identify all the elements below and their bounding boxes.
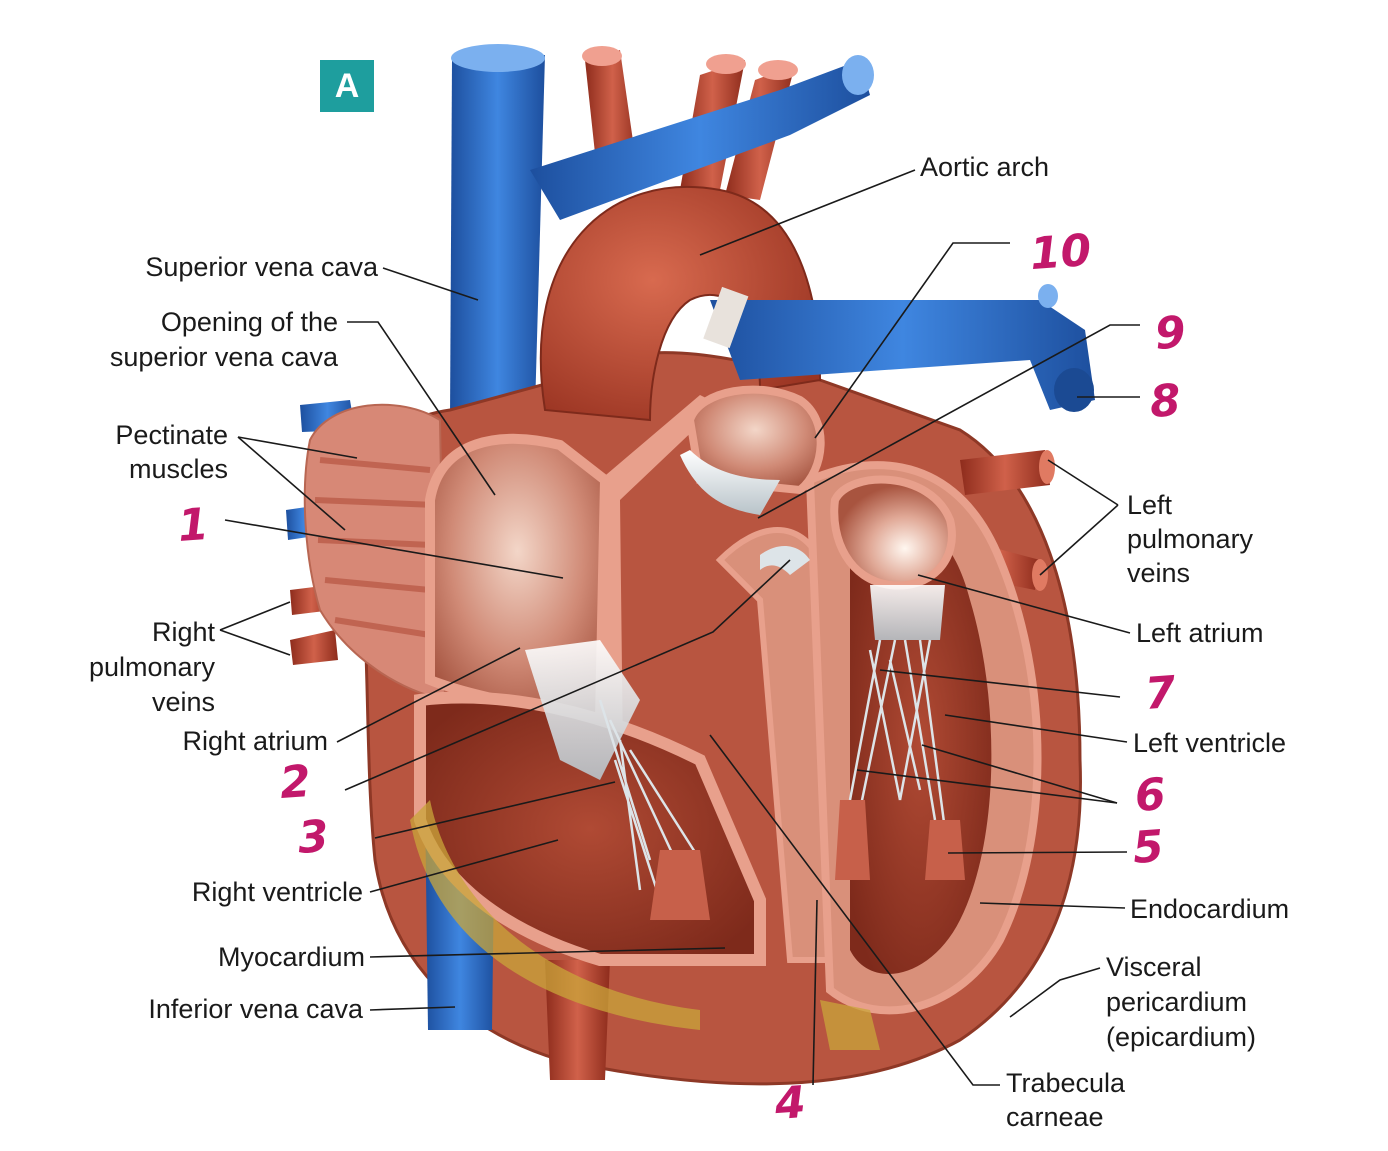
label-endocardium: Endocardium	[1130, 894, 1290, 924]
label-left-pulmonary-line2: pulmonary	[1127, 524, 1254, 554]
handwritten-number-7: 7	[1143, 666, 1178, 721]
label-left-pulmonary-line3: veins	[1127, 558, 1191, 588]
handwritten-number-4: 4	[773, 1076, 808, 1131]
handwritten-number-10: 10	[1028, 224, 1093, 281]
label-trabecula-line1: Trabecula	[1006, 1068, 1126, 1098]
handwritten-number-2: 2	[278, 755, 313, 810]
handwritten-number-1: 1	[176, 498, 211, 553]
label-left-ventricle: Left ventricle	[1133, 728, 1287, 758]
label-right-ventricle: Right ventricle	[191, 877, 363, 907]
label-right-atrium: Right atrium	[182, 726, 328, 756]
label-inferior-vena-cava: Inferior vena cava	[148, 994, 363, 1024]
label-superior-vena-cava: Superior vena cava	[145, 252, 378, 282]
label-right-pulmonary-line2: pulmonary	[88, 652, 215, 682]
panel-letter: A	[334, 66, 360, 105]
handwritten-number-9: 9	[1153, 306, 1188, 361]
handwritten-number-6: 6	[1133, 768, 1168, 823]
label-pectinate-line1: Pectinate	[115, 420, 228, 450]
label-pectinate-line2: muscles	[128, 454, 228, 484]
label-right-pulmonary-line3: veins	[151, 687, 215, 717]
label-right-pulmonary-line1: Right	[151, 617, 215, 647]
label-visceral-line2: pericardium	[1106, 987, 1248, 1017]
handwritten-number-8: 8	[1148, 374, 1183, 429]
label-myocardium: Myocardium	[217, 942, 365, 972]
panel-letter-badge: A	[320, 60, 374, 112]
handwritten-number-3: 3	[296, 810, 331, 865]
label-left-atrium: Left atrium	[1136, 618, 1264, 648]
label-trabecula-line2: carneae	[1006, 1102, 1104, 1132]
label-left-pulmonary-line1: Left	[1127, 490, 1173, 520]
label-opening-svc-line2: superior vena cava	[109, 342, 338, 372]
handwritten-number-5: 5	[1131, 820, 1166, 875]
label-visceral-line3: (epicardium)	[1106, 1022, 1257, 1052]
label-visceral-line1: Visceral	[1106, 952, 1202, 982]
leader-lines	[219, 169, 1140, 1086]
label-opening-svc-line1: Opening of the	[160, 307, 338, 337]
label-aortic-arch: Aortic arch	[920, 152, 1050, 182]
